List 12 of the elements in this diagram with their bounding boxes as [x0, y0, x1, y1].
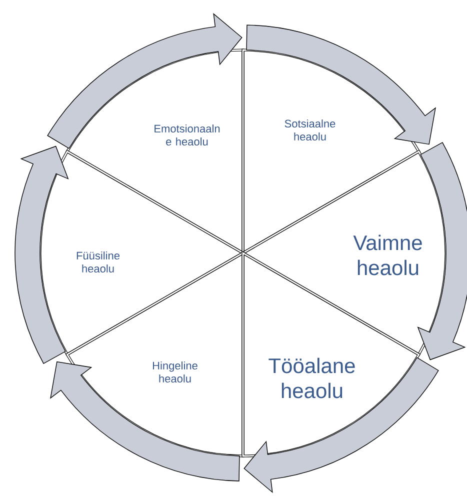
curved-arrow	[14, 146, 68, 364]
curved-arrow	[246, 24, 436, 145]
sector-label: Füüsiline heaolu	[76, 251, 120, 273]
curved-arrow	[418, 142, 467, 360]
sector-label: Emotsionaaln e heaolu	[154, 124, 220, 146]
sector-label: Tööalane heaolu	[268, 358, 355, 398]
sector-label: Hingeline heaolu	[152, 361, 198, 383]
sector-label: Vaimne heaolu	[353, 234, 422, 276]
curved-arrow	[244, 357, 439, 493]
sector-label: Sotsiaalne heaolu	[284, 119, 336, 141]
curved-arrow	[47, 13, 242, 149]
curved-arrow	[50, 361, 240, 482]
